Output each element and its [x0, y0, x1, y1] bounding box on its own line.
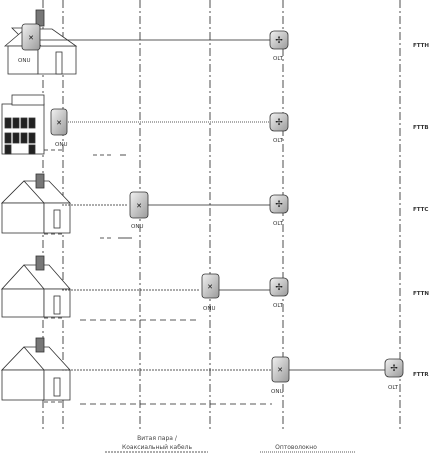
house-icon [1, 255, 71, 318]
onu-device: ✕ [21, 23, 41, 51]
svg-text:✕: ✕ [207, 283, 213, 291]
row-type-label: FTTC [413, 207, 428, 213]
olt-device: ✢ [269, 112, 289, 132]
office-building-icon [1, 94, 45, 155]
boundary-lines [42, 0, 401, 432]
row-type-label: FTTH [413, 43, 429, 49]
row-fttb: ✕ ONU ✢ OLT FTTB [1, 94, 429, 156]
olt-device: ✢ [269, 194, 289, 214]
row-fttc: ✕ ONU ✢ OLT FTTC [1, 173, 428, 239]
svg-text:✕: ✕ [56, 119, 62, 127]
legend-fiber-label: Оптоволокно [275, 444, 317, 451]
house-icon [1, 173, 71, 234]
legend-copper-label: Витая пара / [137, 435, 178, 442]
device-label: OLT [388, 385, 399, 391]
svg-text:✕: ✕ [28, 34, 34, 42]
device-label: ONU [18, 58, 30, 64]
device-label: OLT [273, 221, 284, 227]
device-label: OLT [273, 303, 284, 309]
onu-device: ✕ [271, 356, 290, 383]
onu-device: ✕ [201, 273, 220, 299]
device-label: ONU [55, 142, 67, 148]
legend-copper-label: Коаксиальный кабель [122, 444, 192, 451]
svg-text:✕: ✕ [277, 366, 283, 374]
onu-device: ✕ [129, 191, 149, 219]
legend: Витая пара / Коаксиальный кабель Оптовол… [105, 435, 355, 453]
onu-device: ✕ [50, 108, 68, 136]
svg-text:✢: ✢ [275, 118, 283, 128]
svg-text:✢: ✢ [275, 36, 283, 46]
device-label: OLT [273, 138, 284, 144]
svg-text:✢: ✢ [275, 283, 283, 293]
house-icon [1, 337, 71, 401]
olt-device: ✢ [269, 30, 289, 50]
device-label: ONU [131, 224, 143, 230]
svg-text:✢: ✢ [390, 364, 398, 374]
svg-text:✕: ✕ [136, 202, 142, 210]
row-type-label: FTTB [413, 125, 429, 131]
row-ftth: ✕ ONU ✢ OLT FTTH [3, 9, 429, 75]
row-fttn: ✕ ONU ✢ OLT FTTN [1, 255, 429, 321]
device-label: OLT [273, 56, 284, 62]
device-label: ONU [203, 306, 215, 312]
olt-device: ✢ [384, 358, 404, 378]
row-fttr: ✕ ONU ✢ OLT FTTR [1, 337, 429, 405]
olt-device: ✢ [269, 277, 289, 297]
svg-text:✢: ✢ [275, 200, 283, 210]
house-icon [3, 9, 78, 75]
device-label: ONU [271, 389, 283, 395]
row-type-label: FTTR [413, 372, 429, 378]
row-type-label: FTTN [413, 291, 429, 297]
